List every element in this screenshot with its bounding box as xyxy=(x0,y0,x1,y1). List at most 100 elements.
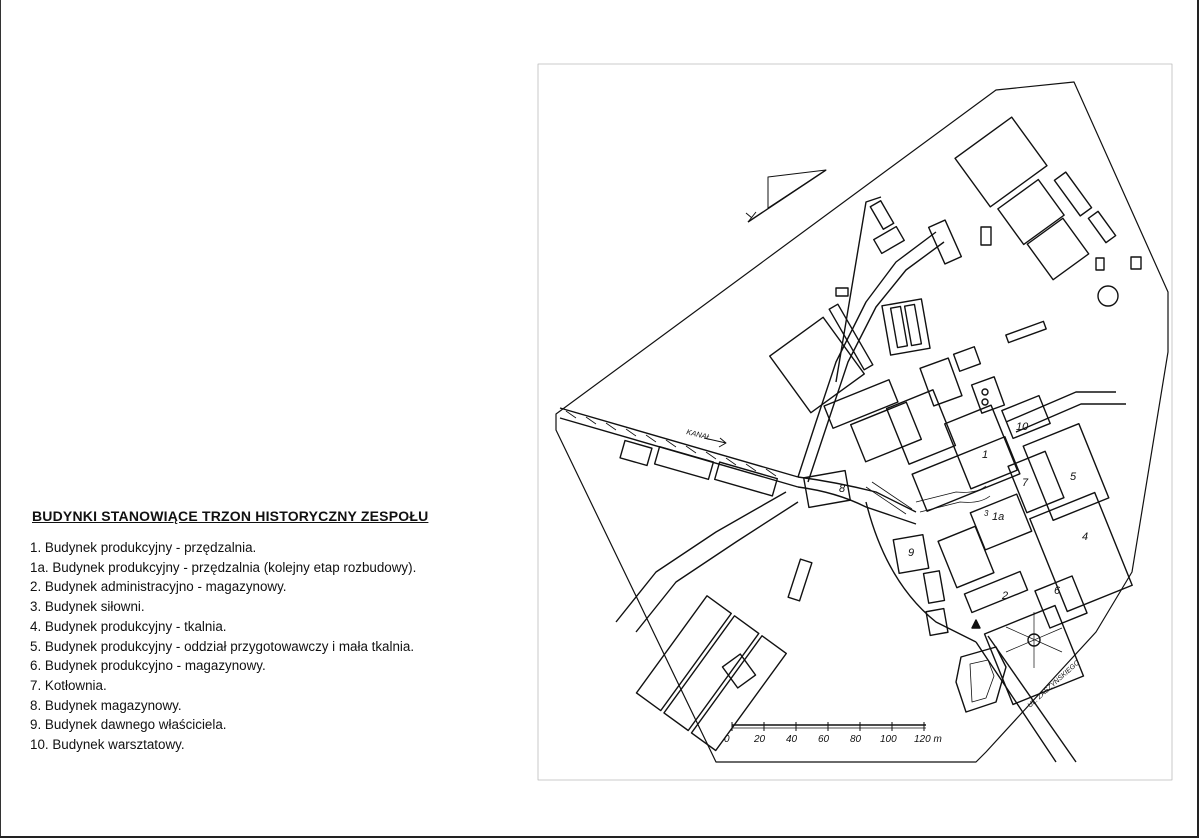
hatched-strip xyxy=(865,481,991,515)
road xyxy=(835,196,882,383)
legend-item: 9. Budynek dawnego właściciela. xyxy=(30,717,227,733)
building xyxy=(954,116,1048,208)
canal-label: KANAŁ xyxy=(686,427,712,442)
building xyxy=(1053,171,1093,217)
building-number-label: 10 xyxy=(1016,421,1029,433)
building xyxy=(1026,217,1090,281)
svg-text:80: 80 xyxy=(850,734,862,745)
building-5 xyxy=(1022,422,1110,522)
building xyxy=(969,659,995,703)
round-structure xyxy=(1097,285,1119,307)
street-label: UL. ZASZYNSKIEGO xyxy=(1027,659,1082,710)
legend-item: 5. Budynek produkcyjny - oddział przygot… xyxy=(30,638,415,654)
building xyxy=(919,357,963,407)
road xyxy=(635,501,799,633)
tank xyxy=(981,398,989,406)
site-plan-map: 1 1a 2 3 4 5 6 7 8 9 10 KANAŁ UL. ZASZYN… xyxy=(537,63,1173,781)
marker xyxy=(971,619,981,629)
road xyxy=(1005,391,1116,423)
park xyxy=(983,604,1085,706)
svg-text:40: 40 xyxy=(786,734,798,745)
building-number-label: 4 xyxy=(1082,531,1088,543)
building xyxy=(849,401,923,463)
building xyxy=(889,305,909,349)
building xyxy=(769,316,865,414)
building-number-label: 7 xyxy=(1022,477,1029,489)
building xyxy=(937,525,995,589)
building xyxy=(903,303,923,347)
building-6 xyxy=(1034,575,1088,629)
building xyxy=(997,178,1065,246)
building xyxy=(787,558,813,602)
building-8 xyxy=(803,469,851,509)
svg-text:120 m: 120 m xyxy=(914,734,942,745)
building xyxy=(927,219,963,265)
road xyxy=(807,241,945,483)
legend-item: 1. Budynek produkcyjny - przędzalnia. xyxy=(30,540,257,555)
page-edge-left xyxy=(0,0,1,838)
building-2 xyxy=(963,570,1029,614)
building-number-label: 1a xyxy=(992,511,1004,523)
building xyxy=(653,445,715,481)
building-number-label: 8 xyxy=(839,483,846,495)
building xyxy=(619,439,653,467)
building xyxy=(980,226,992,246)
legend-item: 7. Kotłownia. xyxy=(30,677,107,693)
building xyxy=(823,379,899,429)
building xyxy=(970,376,1006,414)
tank xyxy=(981,388,989,396)
road xyxy=(865,501,977,643)
building xyxy=(835,287,849,297)
building-number-label: 2 xyxy=(1001,590,1008,602)
road xyxy=(1015,403,1126,433)
storage-blocks xyxy=(635,595,787,752)
legend-title: BUDYNKI STANOWIĄCE TRZON HISTORYCZNY ZES… xyxy=(32,508,429,524)
road xyxy=(797,486,917,525)
building-number-label: 1 xyxy=(982,449,988,461)
page-edge-bottom xyxy=(0,836,1199,838)
road xyxy=(615,491,787,623)
page-edge-right xyxy=(1197,0,1199,838)
building xyxy=(952,346,982,372)
legend-item: 6. Budynek produkcyjno - magazynowy. xyxy=(30,658,266,674)
road xyxy=(797,476,917,513)
building xyxy=(721,653,757,689)
building xyxy=(885,389,957,465)
building-7 xyxy=(1007,450,1065,514)
building xyxy=(873,225,905,255)
road xyxy=(975,641,1057,763)
building xyxy=(1095,257,1105,271)
road xyxy=(987,635,1077,763)
north-arrow-icon xyxy=(745,169,827,223)
building xyxy=(922,570,946,604)
building-number-label: 5 xyxy=(1070,471,1077,483)
legend-item: 2. Budynek administracyjno - magazynowy. xyxy=(30,579,287,595)
building xyxy=(881,298,931,356)
building xyxy=(1087,210,1117,244)
svg-text:20: 20 xyxy=(753,734,766,745)
building xyxy=(663,615,760,732)
svg-text:60: 60 xyxy=(818,734,830,745)
canal xyxy=(559,407,799,488)
building-number-label: 6 xyxy=(1054,585,1061,597)
map-frame xyxy=(537,63,1173,781)
building xyxy=(1130,256,1142,270)
building xyxy=(869,200,895,230)
building xyxy=(1005,320,1047,344)
legend-list: 1. Budynek produkcyjny - przędzalnia. 1a… xyxy=(30,538,530,755)
building xyxy=(925,607,949,637)
svg-text:0: 0 xyxy=(724,734,730,745)
legend-item: 8. Budynek magazynowy. xyxy=(30,697,182,713)
legend: BUDYNKI STANOWIĄCE TRZON HISTORYCZNY ZES… xyxy=(30,508,530,755)
building-9 xyxy=(892,533,930,575)
building xyxy=(955,646,1007,713)
building-number-label: 3 xyxy=(984,509,989,518)
building-10 xyxy=(1001,394,1051,440)
scale-labels: 0 20 40 60 80 100 120 m xyxy=(724,734,942,745)
legend-item: 10. Budynek warsztatowy. xyxy=(30,737,185,753)
building-4 xyxy=(1029,491,1133,613)
building-1 xyxy=(944,404,1018,490)
svg-text:100: 100 xyxy=(880,734,897,745)
building xyxy=(713,461,779,497)
building xyxy=(828,303,874,371)
